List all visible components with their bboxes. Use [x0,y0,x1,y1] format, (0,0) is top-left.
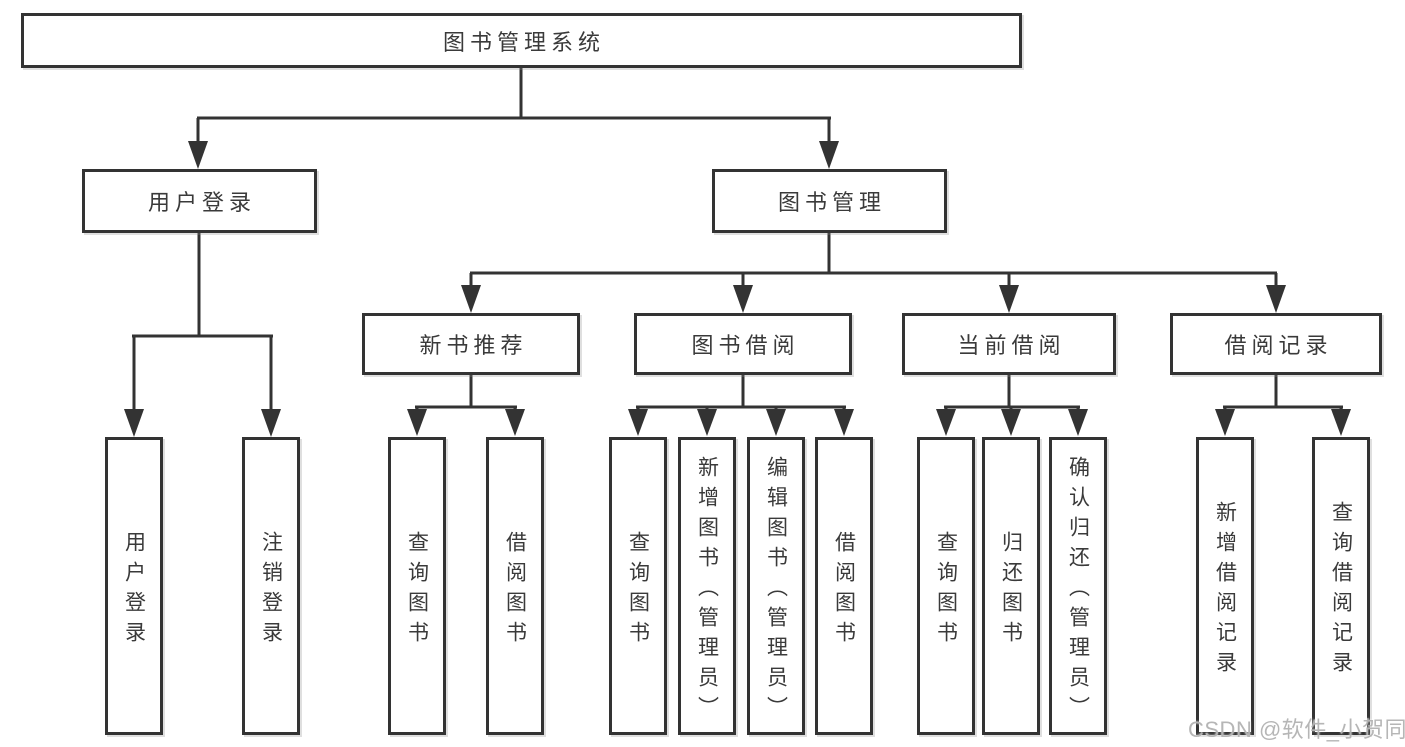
node-book-borrowing: 图书借阅 [634,313,852,375]
node-user-login: 用户登录 [82,169,317,233]
node-leaf-query-books-current: 查询图书 [917,437,975,735]
node-current-borrowing: 当前借阅 [902,313,1116,375]
connector-recommendation-to-leaves [407,375,525,436]
node-leaf-return-books: 归还图书 [982,437,1040,735]
node-new-book-recommendation: 新书推荐 [362,313,580,375]
csdn-watermark: CSDN @软件_小贺同学 [1188,717,1405,742]
connector-borrowing-to-leaves [628,375,854,436]
node-leaf-add-borrowing-record: 新增借阅记录 [1196,437,1254,735]
node-leaf-logout: 注销登录 [242,437,300,735]
connector-records-to-leaves [1215,375,1351,436]
node-borrowing-records: 借阅记录 [1170,313,1382,375]
connector-book-management-to-level3 [461,233,1286,313]
node-leaf-user-login: 用户登录 [105,437,163,735]
node-leaf-query-books-recommend: 查询图书 [388,437,446,735]
node-leaf-add-books-admin: 新增图书（管理员） [678,437,736,735]
node-leaf-query-books-borrowing: 查询图书 [609,437,667,735]
connector-root-to-level2 [188,68,839,169]
node-leaf-borrow-books-recommend: 借阅图书 [486,437,544,735]
node-book-management: 图书管理 [712,169,947,233]
node-leaf-edit-books-admin: 编辑图书（管理员） [747,437,805,735]
connector-user-login-to-leaves [124,233,281,437]
node-leaf-confirm-return-admin: 确认归还（管理员） [1049,437,1107,735]
node-leaf-borrow-books: 借阅图书 [815,437,873,735]
node-library-management-system: 图书管理系统 [21,13,1022,68]
node-leaf-query-borrowing-record: 查询借阅记录 [1312,437,1370,735]
connector-current-borrowing-to-leaves [936,375,1088,436]
